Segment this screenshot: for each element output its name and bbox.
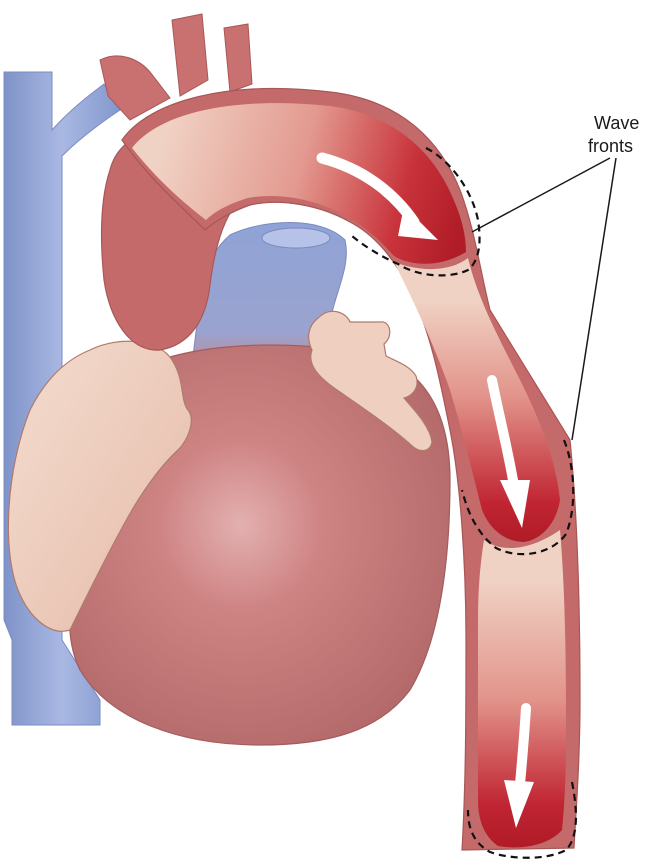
wave-fronts — [351, 147, 578, 859]
blood-flow-arrows — [316, 152, 534, 828]
wave-front-outline-icon — [351, 147, 481, 277]
flow-arrow-arch-icon — [316, 152, 438, 240]
left-atrial-appendage — [308, 310, 433, 452]
aorta-lumen-mid — [394, 258, 560, 542]
aorta-lumen-lower — [478, 530, 566, 848]
wave-fronts-label-line2: fronts — [588, 136, 634, 156]
wave-fronts-label-line1: Wave — [594, 113, 640, 133]
label-leader-lines — [471, 157, 617, 441]
pulmonary-trunk — [189, 222, 347, 381]
flow-arrow-mid-icon — [487, 375, 530, 528]
wave-front-outline-icon — [466, 781, 578, 859]
aorta-lumen-arch — [132, 103, 466, 264]
flow-arrow-lower-icon — [504, 703, 534, 828]
wave-front-outline-icon — [460, 439, 575, 556]
right-atrium — [7, 340, 192, 632]
aortic-branches — [99, 13, 253, 121]
